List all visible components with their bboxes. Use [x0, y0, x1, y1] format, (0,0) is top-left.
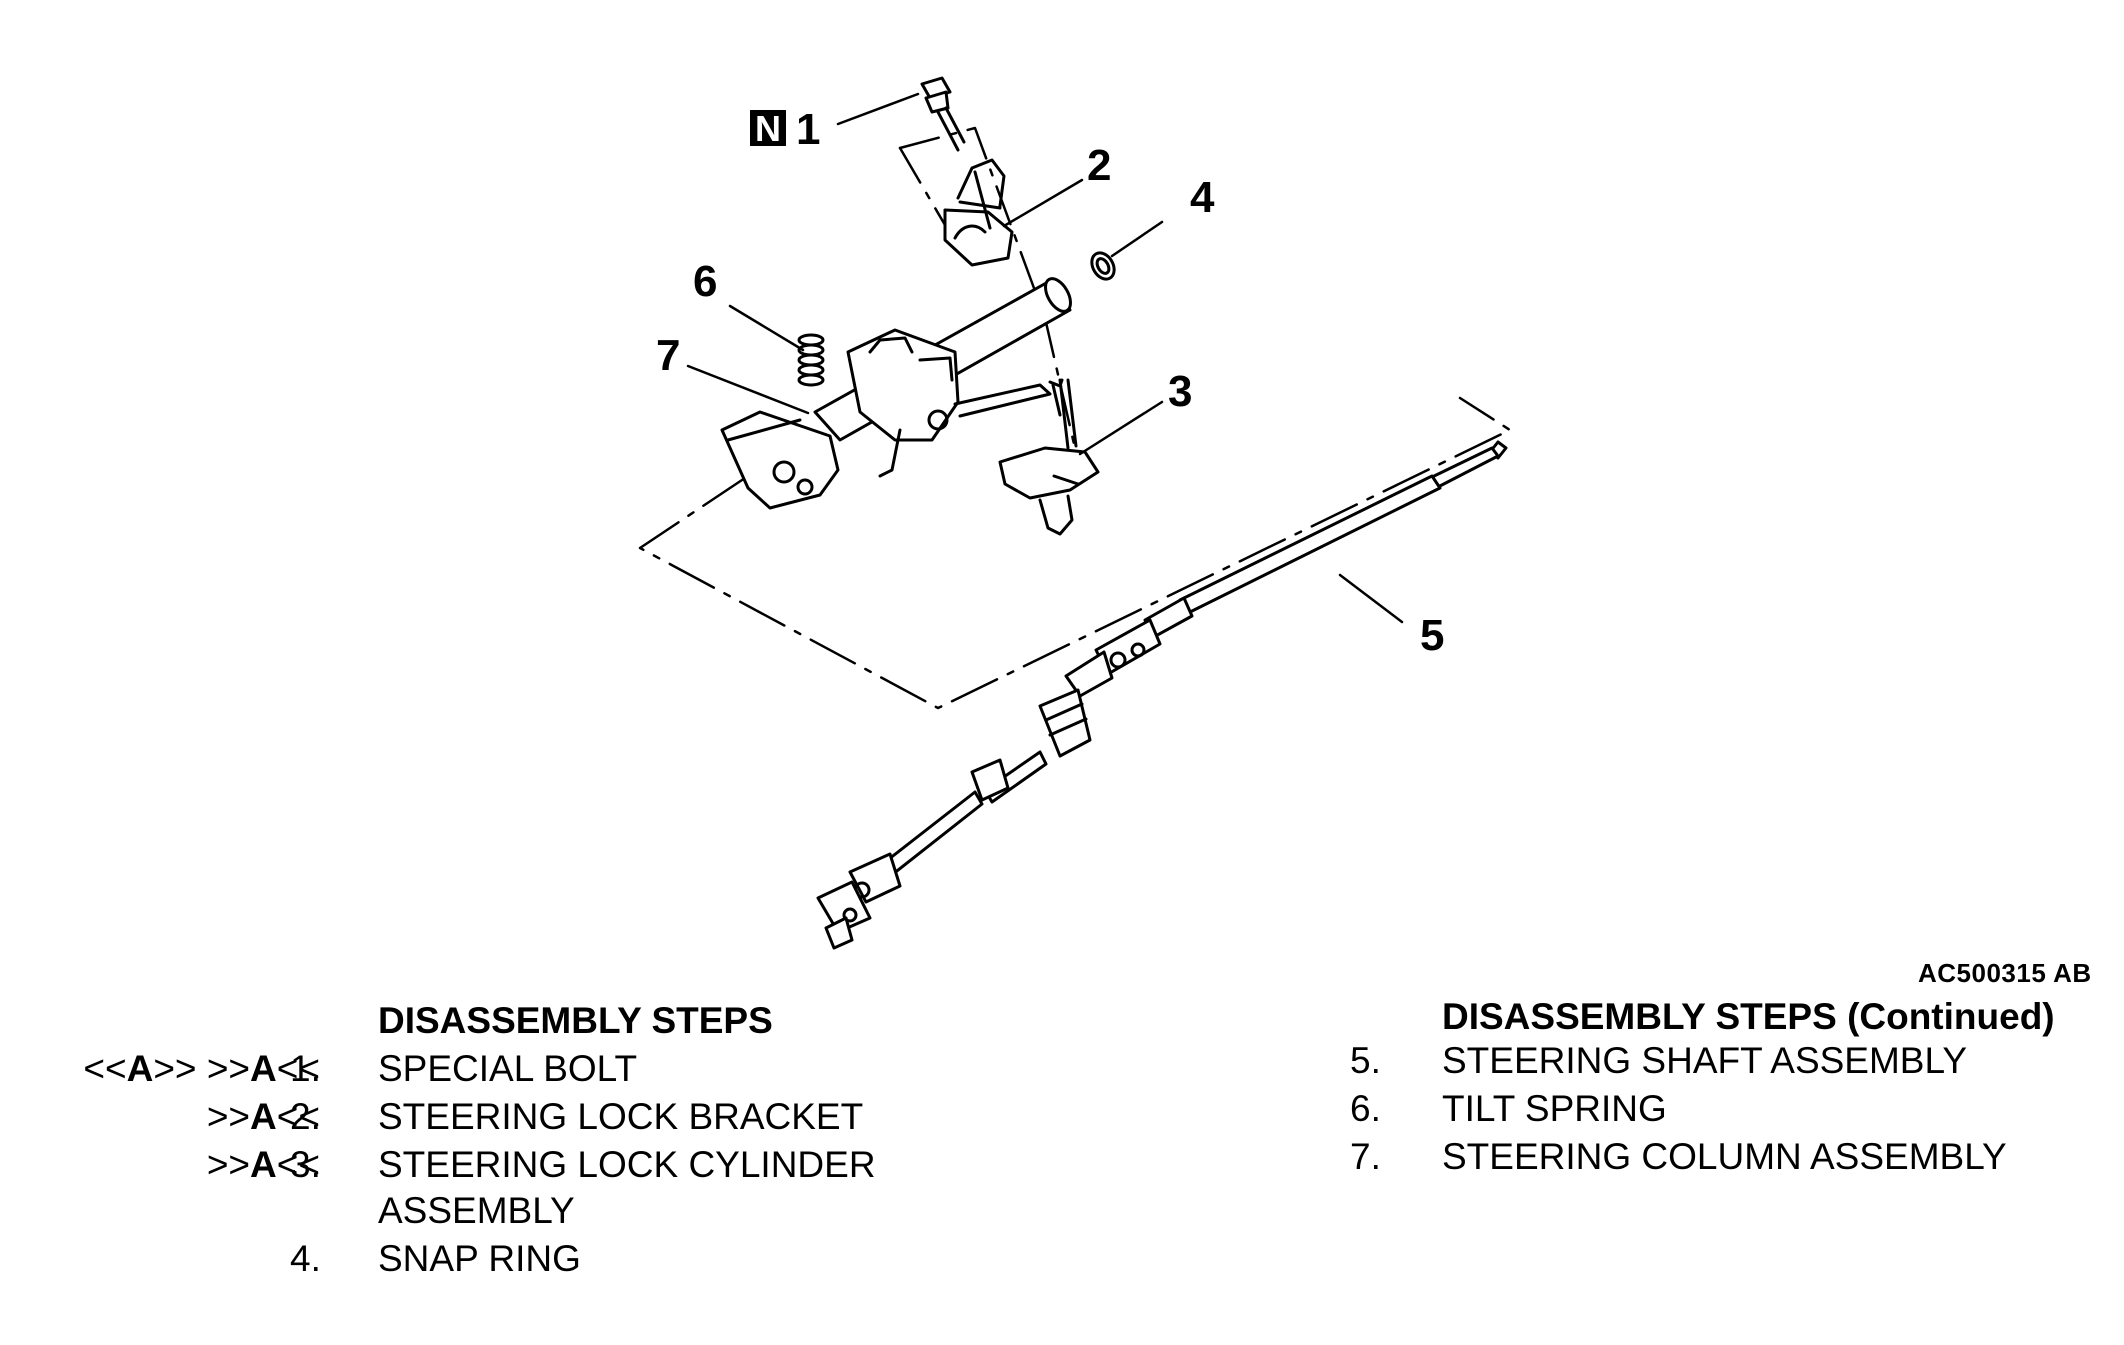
- special-bolt: [920, 76, 966, 152]
- steering-column-assembly: [720, 277, 1072, 510]
- step-3-description-cont: ASSEMBLY: [378, 1190, 575, 1231]
- steering-shaft-assembly: [816, 440, 1508, 950]
- step-6-description: TILT SPRING: [1442, 1088, 1667, 1129]
- step-row-1: <<A>> >>A<< 1. SPECIAL BOLT: [0, 1048, 900, 1094]
- step-row-3: >>A<< 3. STEERING LOCK CYLINDER ASSEMBLY: [0, 1144, 900, 1236]
- leader-lines: [686, 92, 1404, 624]
- callout-6: 6: [693, 257, 717, 306]
- step-3-description: STEERING LOCK CYLINDER: [378, 1144, 876, 1185]
- callout-labels: N 1 2 3 4 5 6 7: [656, 105, 1444, 660]
- step-6-number: 6.: [1350, 1088, 1381, 1129]
- steering-lock-bracket: [943, 158, 1014, 267]
- step-7-description: STEERING COLUMN ASSEMBLY: [1442, 1136, 2007, 1177]
- step-row-5: 5. STEERING SHAFT ASSEMBLY: [1350, 1040, 2110, 1086]
- callout-2: 2: [1087, 141, 1111, 190]
- steps-continued-heading: DISASSEMBLY STEPS (Continued): [1442, 996, 2055, 1037]
- step-7-number: 7.: [1350, 1136, 1381, 1177]
- callout-1: 1: [796, 105, 820, 154]
- exploded-view-diagram: N 1 2 3 4 5 6 7: [638, 76, 1512, 950]
- special-note-mark: N: [755, 108, 781, 149]
- figure-id: AC500315 AB: [1918, 958, 2092, 988]
- callout-5: 5: [1420, 611, 1444, 660]
- step-5-description: STEERING SHAFT ASSEMBLY: [1442, 1040, 1967, 1081]
- steps-heading: DISASSEMBLY STEPS: [378, 1000, 773, 1041]
- callout-3: 3: [1168, 367, 1192, 416]
- step-4-number: 4.: [290, 1238, 321, 1279]
- snap-ring: [1090, 251, 1116, 281]
- step-5-number: 5.: [1350, 1040, 1381, 1081]
- step-row-7: 7. STEERING COLUMN ASSEMBLY: [1350, 1136, 2110, 1182]
- step-1-number: 1.: [290, 1048, 321, 1089]
- step-2-number: 2.: [290, 1096, 321, 1137]
- step-2-refs: >>A<<: [206, 1096, 320, 1137]
- shaft-guide-frame: [638, 396, 1512, 710]
- step-1-refs: <<A>> >>A<<: [83, 1048, 320, 1089]
- callout-7: 7: [656, 331, 680, 380]
- step-row-2: >>A<< 2. STEERING LOCK BRACKET: [0, 1096, 900, 1142]
- step-row-4: 4. SNAP RING: [0, 1238, 900, 1284]
- step-4-description: SNAP RING: [378, 1238, 581, 1279]
- callout-4: 4: [1190, 173, 1215, 222]
- step-3-number: 3.: [290, 1144, 321, 1185]
- step-3-refs: >>A<<: [206, 1144, 320, 1185]
- special-note-box: [750, 110, 786, 146]
- step-2-description: STEERING LOCK BRACKET: [378, 1096, 864, 1137]
- step-1-description: SPECIAL BOLT: [378, 1048, 638, 1089]
- tilt-spring: [797, 333, 825, 387]
- step-row-6: 6. TILT SPRING: [1350, 1088, 2110, 1134]
- steering-lock-cylinder-assembly: [998, 378, 1100, 536]
